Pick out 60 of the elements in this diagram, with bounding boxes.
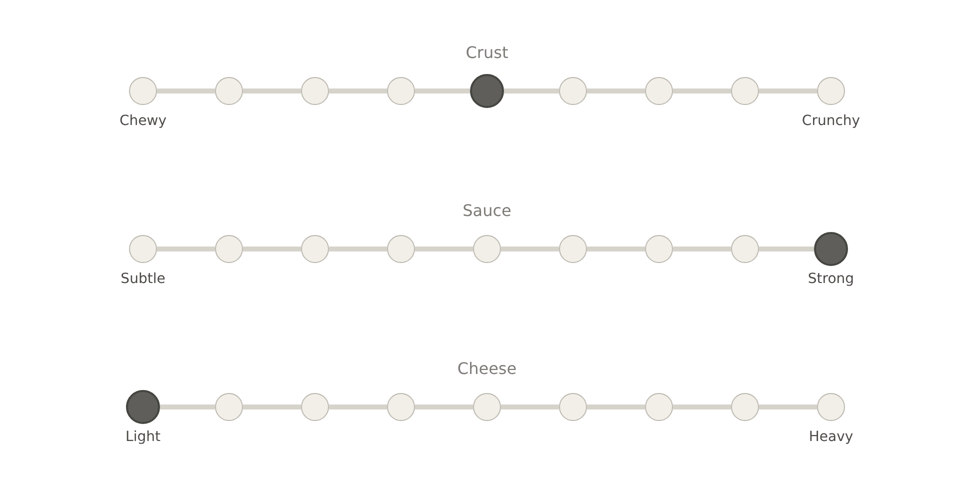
rating-circle	[645, 393, 673, 421]
rating-circle	[301, 393, 329, 421]
rating-circle	[817, 393, 845, 421]
rating-circle	[559, 77, 587, 105]
connector-line	[587, 404, 645, 410]
rating-circle	[129, 235, 157, 263]
rating-circle	[215, 393, 243, 421]
rating-circle	[387, 235, 415, 263]
rating-circle	[731, 235, 759, 263]
connector-line	[673, 404, 731, 410]
selected-rating-circle	[814, 232, 848, 266]
connector-line	[415, 246, 473, 252]
rating-circle	[817, 77, 845, 105]
connector-line	[329, 88, 387, 94]
connector-line	[243, 88, 301, 94]
rating-circle	[473, 235, 501, 263]
selected-rating-circle	[126, 390, 160, 424]
rating-circle	[387, 393, 415, 421]
selected-rating-circle	[470, 74, 504, 108]
rating-circle	[731, 77, 759, 105]
rating-circle	[559, 393, 587, 421]
connector-line	[587, 88, 645, 94]
rating-circle	[559, 235, 587, 263]
connector-line	[329, 246, 387, 252]
scale-end-label: Subtle	[120, 272, 166, 286]
rating-circle	[301, 77, 329, 105]
rating-circle	[473, 393, 501, 421]
connector-line	[759, 88, 817, 94]
scale-end-label: Chewy	[120, 114, 166, 128]
connector-line	[501, 404, 559, 410]
connector-line	[243, 404, 301, 410]
scale-title: Crust	[466, 45, 508, 61]
scale-end-label: Crunchy	[802, 114, 860, 128]
rating-circle	[301, 235, 329, 263]
connector-line	[157, 246, 215, 252]
rating-circle	[645, 77, 673, 105]
connector-line	[243, 246, 301, 252]
connector-line	[759, 246, 814, 252]
connector-line	[673, 246, 731, 252]
scale-end-label: Heavy	[808, 430, 854, 444]
connector-line	[673, 88, 731, 94]
connector-line	[329, 404, 387, 410]
scale-title: Sauce	[462, 203, 512, 219]
rating-circle	[645, 235, 673, 263]
rating-circle	[129, 77, 157, 105]
scale-end-label: Light	[126, 430, 160, 444]
rating-circle	[731, 393, 759, 421]
connector-line	[501, 246, 559, 252]
connector-line	[587, 246, 645, 252]
rating-circle	[387, 77, 415, 105]
connector-line	[759, 404, 817, 410]
connector-line	[415, 404, 473, 410]
scale-title: Cheese	[457, 361, 517, 377]
connector-line	[157, 88, 215, 94]
rating-circle	[215, 235, 243, 263]
connector-line	[160, 404, 215, 410]
connector-line	[415, 88, 470, 94]
rating-circle	[215, 77, 243, 105]
connector-line	[504, 88, 559, 94]
scale-end-label: Strong	[808, 272, 854, 286]
